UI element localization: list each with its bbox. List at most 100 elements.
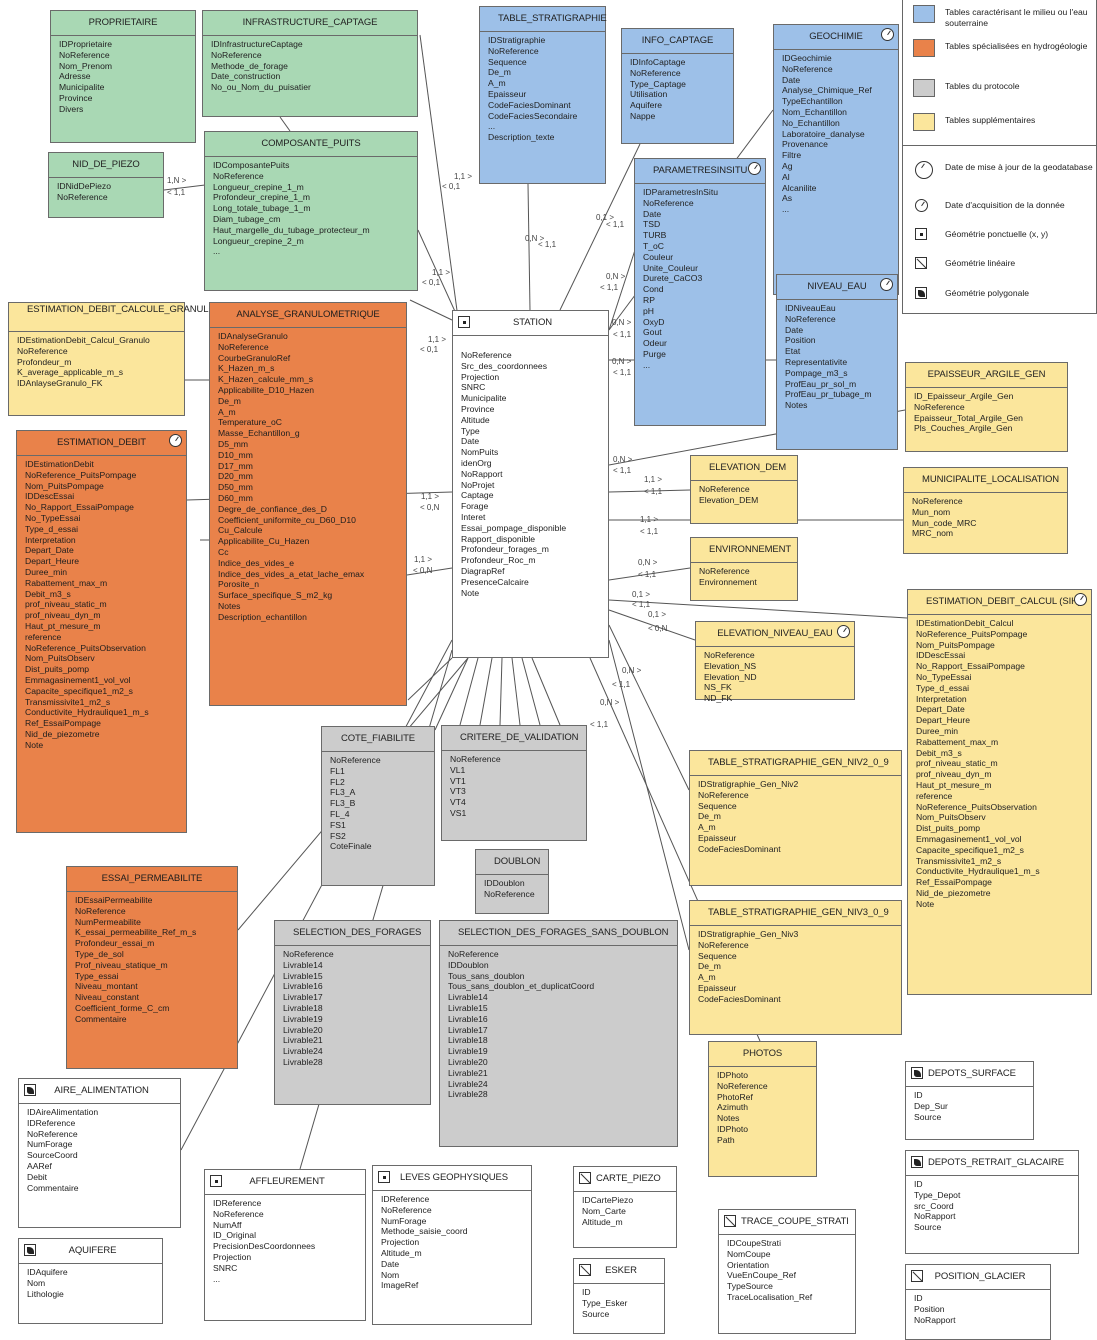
table-field: K_Hazen_m_s — [218, 363, 275, 374]
table-field: IDInfoCaptage — [630, 57, 686, 67]
table-field: Odeur — [643, 338, 667, 349]
table-title: AQUIFERE — [19, 1239, 162, 1264]
table-field: NoReference — [27, 1128, 78, 1139]
cardinality-label: 0,N > — [612, 318, 632, 327]
table-field: VS1 — [450, 807, 467, 818]
relationship-line — [479, 657, 493, 726]
table-field: Forage — [461, 501, 489, 512]
relationship-line — [279, 116, 291, 132]
clock-icon — [837, 625, 850, 638]
table-field: ID_Epaisseur_Argile_Gen — [914, 391, 1014, 401]
table-title-text: PARAMETRESINSITU — [653, 165, 748, 176]
table-field: NoProjet — [461, 479, 495, 490]
relationship-line — [407, 657, 453, 701]
table-field: idenOrg — [461, 457, 492, 468]
clock-icon — [881, 28, 894, 41]
table-field: NoReference — [704, 650, 755, 660]
table-field: ProfEau_pr_tubage_m — [785, 389, 872, 400]
table-field: Date — [381, 1258, 400, 1269]
table-field: IDCartePiezo — [582, 1195, 634, 1205]
table-field: Interet — [461, 511, 486, 522]
table-field: ID — [914, 1090, 923, 1100]
table-field: IDStratigraphie_Gen_Niv2 — [698, 779, 799, 789]
table-title-text: SELECTION_DES_FORAGES — [293, 927, 422, 938]
table-field: DiagrapRef — [461, 565, 505, 576]
table-field: Municipalite — [59, 82, 105, 93]
table-field: NoReference — [59, 49, 110, 60]
relationship-line — [511, 657, 521, 726]
table-title-text: COMPOSANTE_PUITS — [261, 138, 361, 149]
table-field: Temperature_oC — [218, 417, 283, 428]
table-field: A_m — [488, 78, 506, 89]
table-field: TSD — [643, 219, 661, 230]
table-field: TypeSource — [727, 1281, 773, 1292]
table-field: ... — [782, 204, 790, 215]
relationship-line — [163, 184, 206, 191]
table-field: CodeFaciesSecondaire — [488, 110, 578, 121]
cardinality-label: 1,1 > — [432, 268, 451, 277]
table-field: IDNiveauEau — [785, 303, 836, 313]
table-title: ESKER — [574, 1259, 664, 1284]
table-field: Niveau_constant — [75, 992, 140, 1003]
table-field: ... — [643, 359, 651, 370]
table-field: NomPuits — [461, 447, 499, 458]
table-field: Nid_de_piezometre — [25, 728, 100, 739]
point-geometry-icon — [378, 1171, 390, 1183]
table-field: Source — [914, 1111, 942, 1122]
table-field: ... — [213, 246, 221, 257]
table-field: Al — [782, 171, 790, 182]
table-field: NumForage — [381, 1215, 427, 1226]
table-field: Nom — [27, 1277, 46, 1288]
table-title: DEPOTS_RETRAIT_GLACAIRE — [906, 1151, 1078, 1176]
table-field: Mun_nom — [912, 506, 951, 517]
table-title-text: AFFLEUREMENT — [249, 1176, 325, 1187]
table-title-text: ELEVATION_DEM — [709, 462, 787, 473]
table-field: NoReference — [213, 1208, 264, 1219]
table-field: Date — [643, 208, 662, 219]
table-field: Nom_PuitsObserv — [25, 653, 95, 664]
table-field: Depart_Heure — [25, 556, 79, 567]
table-field: Note — [25, 739, 44, 750]
table-title: SELECTION_DES_FORAGES_SANS_DOUBLON — [440, 921, 677, 946]
table-field: Haut_pt_mesure_m — [916, 779, 992, 790]
legend-swatch — [913, 5, 935, 23]
table-estimation-debit-calcul-sih: ESTIMATION_DEBIT_CALCUL (SIH)IDEstimatio… — [907, 589, 1092, 995]
table-field: SNRC — [461, 382, 486, 393]
table-field: PrecisionDesCoordonnees — [213, 1241, 316, 1252]
table-field: IDDoublon — [448, 959, 489, 970]
table-field: Livrable16 — [283, 981, 323, 992]
table-field: Note — [916, 898, 935, 909]
table-title: ESTIMATION_DEBIT_CALCULE_GRANULOMETRIE — [9, 303, 251, 332]
table-title: ANALYSE_GRANULOMETRIQUE — [210, 303, 406, 328]
table-title: STATION — [453, 311, 608, 336]
table-field: IDEstimationDebit — [25, 459, 94, 469]
table-field: Nom_Echantillon — [782, 106, 847, 117]
table-field: Pls_Couches_Argile_Gen — [914, 423, 1013, 434]
cardinality-label: 1,1 > — [421, 492, 440, 501]
table-field: NoReference_PuitsObservation — [916, 801, 1037, 812]
table-field: Type_Depot — [914, 1189, 961, 1200]
table-field: Duree_min — [916, 725, 959, 736]
table-field: reference — [25, 631, 62, 642]
table-title: POSITION_GLACIER — [906, 1265, 1050, 1290]
table-field: Type_Captage — [630, 78, 686, 89]
table-field: Livrable16 — [448, 1013, 488, 1024]
table-field: Position — [914, 1303, 945, 1314]
table-field: Filtre — [782, 150, 802, 161]
table-title-text: SELECTION_DES_FORAGES_SANS_DOUBLON — [458, 927, 669, 938]
table-field: PresenceCalcaire — [461, 576, 529, 587]
table-field: Sequence — [698, 950, 737, 961]
table-field: K_Hazen_calcule_mm_s — [218, 374, 314, 385]
table-field: Indice_des_vides_e — [218, 557, 294, 568]
cardinality-label: 0,N > — [612, 357, 632, 366]
table-field: OxyD — [643, 316, 665, 327]
